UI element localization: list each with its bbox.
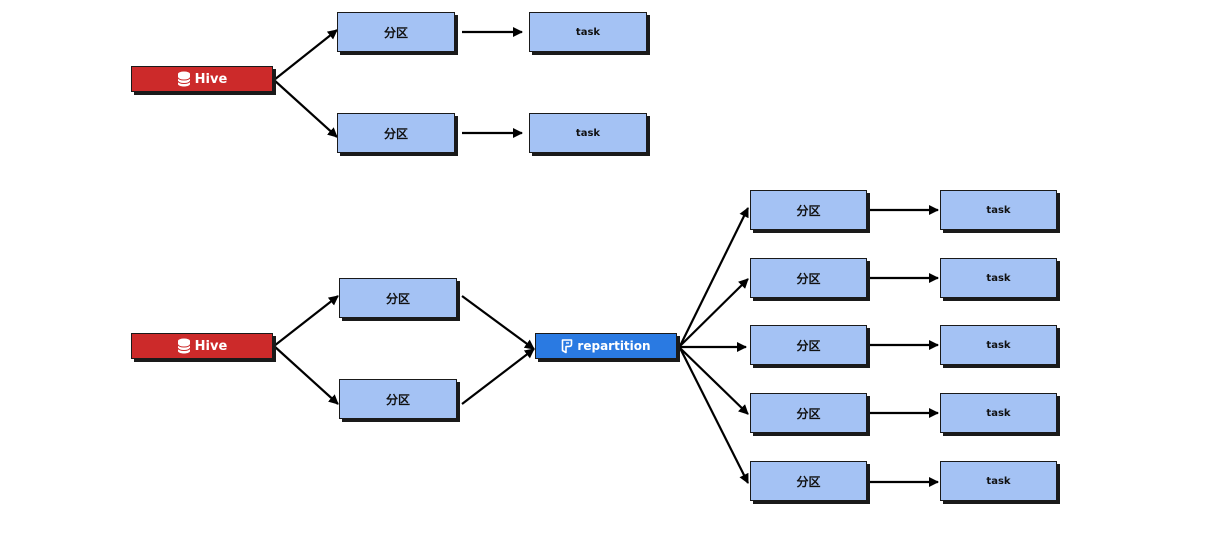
top-task-1: task	[529, 12, 647, 52]
out-task-2: task	[940, 258, 1057, 298]
edge-hive-bot-p2	[273, 345, 339, 405]
edge-hive-top-p2	[273, 79, 338, 138]
out-partition-4: 分区	[750, 393, 867, 433]
repartition-label: repartition	[577, 339, 651, 353]
edge-repart-o1	[679, 207, 749, 347]
edge-repart-o4	[679, 347, 749, 415]
out-task-3: task	[940, 325, 1057, 365]
top-partition-1: 分区	[337, 12, 455, 52]
edge-hive-top-p1	[273, 29, 338, 81]
repartition-operator: repartition	[535, 333, 677, 359]
hive-label: Hive	[194, 338, 228, 354]
out-partition-2: 分区	[750, 258, 867, 298]
edge-bot-p2-repart	[461, 348, 535, 405]
database-icon	[177, 338, 191, 354]
database-icon	[177, 71, 191, 87]
out-task-5: task	[940, 461, 1057, 501]
top-task-2: task	[529, 113, 647, 153]
out-task-1: task	[940, 190, 1057, 230]
hive-source-top: Hive	[131, 66, 273, 92]
flink-icon	[561, 338, 573, 354]
hive-label: Hive	[194, 71, 228, 87]
out-partition-5: 分区	[750, 461, 867, 501]
edge-repart-o2	[679, 278, 749, 347]
top-partition-2: 分区	[337, 113, 455, 153]
edge-hive-bot-p1	[273, 295, 339, 347]
bottom-partition-2: 分区	[339, 379, 457, 419]
bottom-partition-1: 分区	[339, 278, 457, 318]
out-partition-3: 分区	[750, 325, 867, 365]
out-task-4: task	[940, 393, 1057, 433]
edge-repart-o5	[679, 347, 749, 484]
hive-source-bottom: Hive	[131, 333, 273, 359]
out-partition-1: 分区	[750, 190, 867, 230]
edge-bot-p1-repart	[461, 295, 535, 350]
